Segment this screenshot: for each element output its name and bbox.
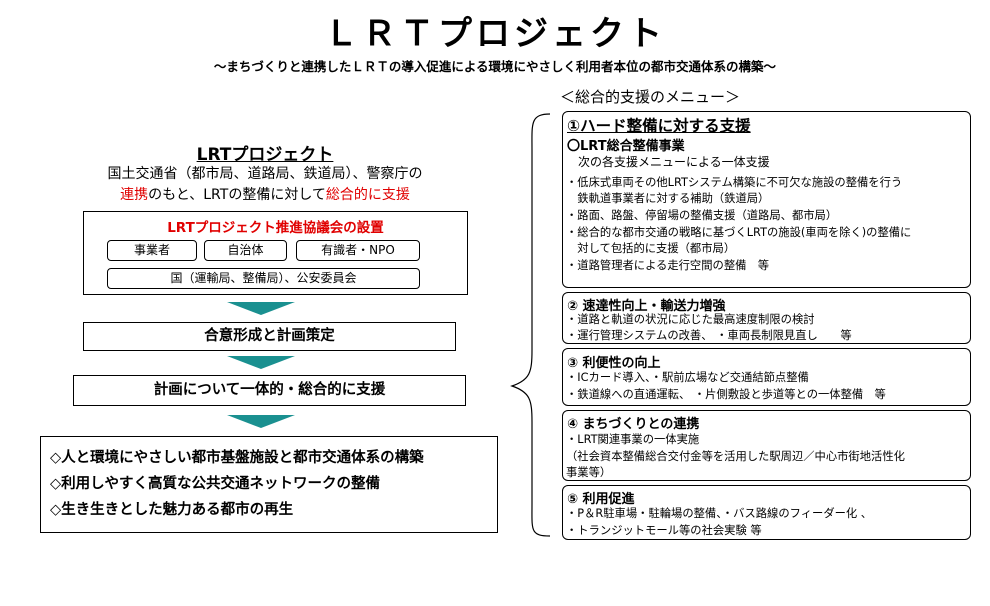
section-5-line: ・P＆R駐車場・駐輪場の整備、・バス路線のフィーダー化 、 bbox=[566, 507, 873, 520]
member-government: 国（運輸局、整備局）、公安委員会 bbox=[107, 268, 420, 289]
council-box bbox=[83, 211, 468, 295]
outcome-3: ◇生き生きとした魅力ある都市の再生 bbox=[50, 502, 294, 518]
section-1-line: ・路面、路盤、停留場の整備支援（道路局、都市局） bbox=[566, 209, 838, 222]
section-5-title: ⑤ 利用促進 bbox=[567, 492, 635, 507]
flow-arrow-1 bbox=[227, 302, 295, 315]
section-1-subtitle: 〇LRT総合整備事業 bbox=[567, 139, 685, 154]
page-subtitle: ～まちづくりと連携したＬＲＴの導入促進による環境にやさしく利用者本位の都市交通体… bbox=[213, 59, 777, 74]
member-operator: 事業者 bbox=[107, 240, 197, 261]
menu-section-town-planning bbox=[562, 410, 971, 481]
intro-line-2: 連携のもと、LRTの整備に対して総合的に支援 bbox=[70, 184, 460, 204]
council-title: LRTプロジェクト推進協議会の設置 bbox=[167, 220, 384, 236]
section-5-line: ・トランジットモール等の社会実験 等 bbox=[566, 524, 762, 537]
member-municipality: 自治体 bbox=[204, 240, 287, 261]
section-1-line: 次の各支援メニューによる一体支援 bbox=[566, 155, 770, 169]
step-consensus-box: 合意形成と計画策定 bbox=[83, 322, 456, 351]
section-2-title: ② 速達性向上・輸送力増強 bbox=[567, 299, 726, 314]
section-2-line: ・運行管理システムの改善、 ・車両長制限見直し 等 bbox=[566, 329, 852, 342]
member-experts-npo: 有識者・NPO bbox=[296, 240, 420, 261]
outcome-2: ◇利用しやすく高質な公共交通ネットワークの整備 bbox=[50, 476, 381, 492]
menu-section-convenience bbox=[562, 348, 971, 406]
section-3-title: ③ 利便性の向上 bbox=[567, 356, 661, 371]
menu-section-promotion bbox=[562, 485, 971, 540]
flow-arrow-2 bbox=[227, 356, 295, 369]
flow-arrow-3 bbox=[227, 415, 295, 428]
intro-support-text: 総合的に支援 bbox=[325, 187, 410, 203]
curly-brace-icon bbox=[510, 113, 551, 537]
outcomes-box bbox=[40, 436, 498, 533]
section-3-line: ・鉄道線への直通運転、 ・片側敷設と歩道等との一体整備 等 bbox=[566, 388, 886, 401]
section-1-line: ・低床式車両その他LRTシステム構築に不可欠な施設の整備を行う bbox=[566, 176, 903, 189]
menu-section-hard-support bbox=[562, 111, 971, 288]
section-4-line: （社会資本整備総合交付金等を活用した駅周辺／中心市街地活性化 bbox=[566, 450, 905, 463]
section-1-line: ・道路管理者による走行空間の整備 等 bbox=[566, 259, 770, 272]
section-4-title: ④ まちづくりとの連携 bbox=[567, 417, 700, 432]
intro-cooperation-text: 連携 bbox=[120, 187, 149, 203]
section-1-line: 対して包括的に支援（都市局） bbox=[566, 242, 736, 255]
section-3-line: ・ICカード導入、・駅前広場など交通結節点整備 bbox=[566, 371, 809, 384]
section-1-line: ・総合的な都市交通の戦略に基づくLRTの施設(車両を除く)の整備に bbox=[566, 226, 912, 239]
section-1-title: ①ハード整備に対する支援 bbox=[567, 117, 751, 135]
section-1-line: 鉄軌道事業者に対する補助（鉄道局） bbox=[566, 192, 770, 205]
outcome-1: ◇人と環境にやさしい都市基盤施設と都市交通体系の構築 bbox=[50, 450, 424, 466]
lrt-project-heading: LRTプロジェクト bbox=[80, 140, 450, 165]
lrt-project-heading-text: LRTプロジェクト bbox=[196, 145, 334, 165]
intro-middle-text: のもと、LRTの整備に対して bbox=[148, 187, 326, 203]
section-4-line: ・LRT関連事業の一体実施 bbox=[566, 433, 700, 446]
page-title: ＬＲＴプロジェクト bbox=[324, 14, 666, 54]
intro-line-1: 国土交通省（都市局、道路局、鉄道局）、警察庁の bbox=[107, 166, 423, 182]
menu-heading: ＜総合的支援のメニュー＞ bbox=[560, 88, 741, 106]
section-4-line: 事業等） bbox=[566, 466, 612, 479]
step-support-box: 計画について一体的・総合的に支援 bbox=[73, 375, 466, 406]
menu-section-speed bbox=[562, 292, 971, 344]
section-2-line: ・道路と軌道の状況に応じた最高速度制限の検討 bbox=[566, 313, 815, 326]
